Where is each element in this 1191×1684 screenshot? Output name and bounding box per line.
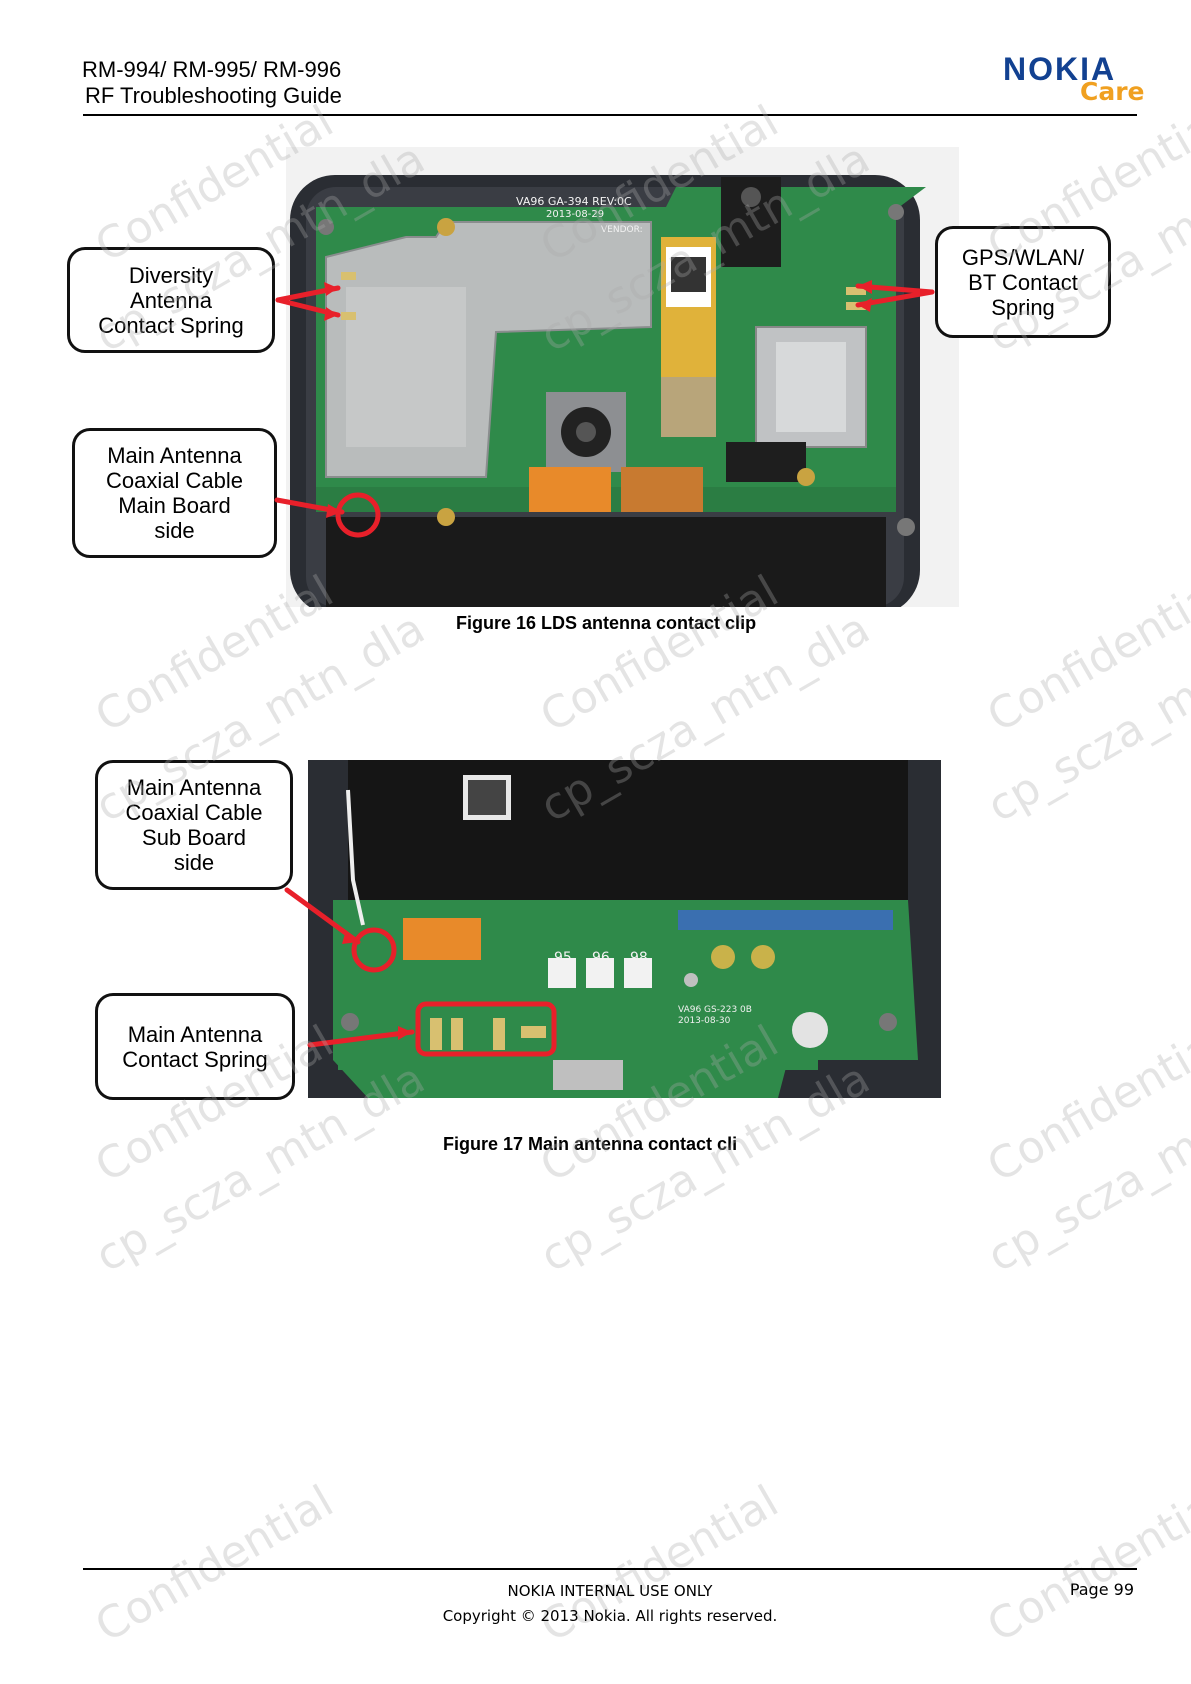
nokia-logo: NOKIA <box>1003 51 1117 87</box>
pad-label-98: 98 <box>630 950 648 966</box>
callout-main-antenna-contact-spring: Main Antenna Contact Spring <box>95 993 295 1100</box>
board-label-va96: VA96 GA-394 REV:0C <box>516 195 632 208</box>
footer-copyright: Copyright © 2013 Nokia. All rights reser… <box>442 1607 778 1625</box>
sub-board-label-va96: VA96 GS-223 0B <box>678 1005 752 1015</box>
footer-rule <box>83 1568 1137 1570</box>
watermark-id: cp_scza_mtn_dla <box>979 603 1191 833</box>
callout-diversity-antenna-spring: Diversity Antenna Contact Spring <box>67 247 275 353</box>
figure-17-caption: Figure 17 Main antenna contact cli <box>443 1134 738 1154</box>
board-label-vendor: VENDOR: <box>601 225 643 235</box>
callout-main-antenna-coax-sub-board: Main Antenna Coaxial Cable Sub Board sid… <box>95 760 293 890</box>
header-rule <box>83 114 1137 116</box>
watermark-id: cp_scza_mtn_dla <box>979 1053 1191 1283</box>
document-model-title: RM-994/ RM-995/ RM-996 <box>82 57 342 82</box>
board-label-date: 2013-08-29 <box>546 209 604 220</box>
figure-16-photo: VA96 GA-394 REV:0C 2013-08-29 VENDOR: <box>286 147 959 607</box>
document-subtitle: RF Troubleshooting Guide <box>85 83 342 108</box>
care-logo: Care <box>1080 77 1145 106</box>
figure-16-caption: Figure 16 LDS antenna contact clip <box>456 613 757 633</box>
watermark-confidential: Confidential <box>979 1015 1191 1193</box>
watermark-confidential: Confidential <box>532 1475 787 1653</box>
pad-label-96: 96 <box>592 950 610 966</box>
callout-gps-wlan-bt-spring: GPS/WLAN/ BT Contact Spring <box>935 226 1111 338</box>
watermark-confidential: Confidential <box>87 1475 342 1653</box>
page-number: Page 99 <box>1069 1580 1134 1599</box>
sub-board-label-date: 2013-08-30 <box>678 1016 731 1026</box>
figure-17-photo: 95 96 98 VA96 GS-223 0B 2013-08-30 <box>308 760 941 1098</box>
watermark-confidential: Confidential <box>979 565 1191 743</box>
watermark-confidential: Confidential <box>979 1475 1191 1653</box>
callout-main-antenna-coax-main-board: Main Antenna Coaxial Cable Main Board si… <box>72 428 277 558</box>
footer-internal-use: NOKIA INTERNAL USE ONLY <box>507 1582 713 1600</box>
pad-label-95: 95 <box>554 950 572 966</box>
